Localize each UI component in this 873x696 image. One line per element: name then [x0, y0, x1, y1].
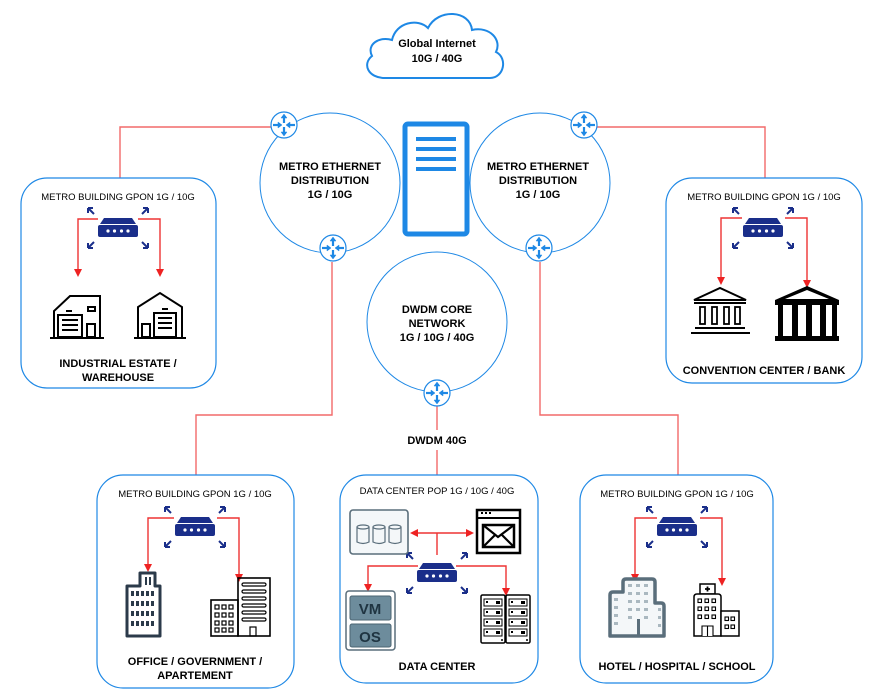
- metro-left-speed: 1G / 10G: [308, 189, 353, 201]
- vm-label: VM: [359, 601, 382, 618]
- site-title: HOTEL / HOSPITAL / SCHOOL: [598, 661, 755, 673]
- metro-ethernet-left[interactable]: METRO ETHERNET DISTRIBUTION 1G / 10G: [259, 110, 401, 263]
- site-title: OFFICE / GOVERNMENT /: [128, 656, 262, 668]
- router-icon[interactable]: [422, 378, 452, 408]
- hotel-icon: [608, 577, 666, 638]
- site-industrial[interactable]: METRO BUILDING GPON 1G / 10G INDUSTRIAL …: [20, 177, 217, 389]
- link-industrial: [119, 126, 283, 184]
- router-icon[interactable]: [318, 233, 348, 263]
- factory-icon: [50, 295, 104, 339]
- cloud-speed: 10G / 40G: [412, 53, 463, 65]
- warehouse-icon: [134, 291, 186, 339]
- site-title: APARTEMENT: [157, 670, 233, 682]
- router-icon[interactable]: [569, 110, 599, 140]
- convention-center-icon: [691, 286, 750, 334]
- metro-left-line2: DISTRIBUTION: [291, 175, 369, 187]
- hospital-icon: [693, 583, 740, 637]
- site-hotel[interactable]: METRO BUILDING GPON 1G / 10G: [579, 474, 774, 684]
- site-title: WAREHOUSE: [82, 372, 154, 384]
- metro-left-line1: METRO ETHERNET: [279, 161, 381, 173]
- apartment-building-icon: [210, 577, 271, 637]
- dwdm-link-label: DWDM 40G: [407, 435, 466, 447]
- router-icon[interactable]: [524, 233, 554, 263]
- cloud-icon: [366, 13, 505, 79]
- site-header: DATA CENTER POP 1G / 10G / 40G: [360, 486, 515, 497]
- site-header: METRO BUILDING GPON 1G / 10G: [118, 489, 272, 500]
- metro-right-line1: METRO ETHERNET: [487, 161, 589, 173]
- mail-server-icon: [475, 508, 522, 555]
- link-office: [195, 262, 333, 475]
- storage-icon: [349, 509, 409, 555]
- os-label: OS: [359, 629, 381, 646]
- bank-icon: [775, 286, 839, 341]
- server-rack-icon: [480, 594, 531, 644]
- dwdm-core-network[interactable]: DWDM CORE NETWORK 1G / 10G / 40G: [366, 251, 508, 408]
- site-office[interactable]: METRO BUILDING GPON 1G / 10G: [96, 474, 295, 689]
- core-speed: 1G / 10G / 40G: [400, 332, 475, 344]
- office-tower-icon: [125, 571, 162, 638]
- metro-right-speed: 1G / 10G: [516, 189, 561, 201]
- site-convention[interactable]: METRO BUILDING GPON 1G / 10G CONVENTION: [665, 177, 863, 384]
- metro-right-line2: DISTRIBUTION: [499, 175, 577, 187]
- core-server-icon[interactable]: [402, 121, 470, 237]
- core-line2: NETWORK: [409, 318, 466, 330]
- router-icon[interactable]: [269, 110, 299, 140]
- core-line1: DWDM CORE: [402, 304, 472, 316]
- site-title: DATA CENTER: [399, 661, 476, 673]
- site-header: METRO BUILDING GPON 1G / 10G: [600, 489, 754, 500]
- site-title: CONVENTION CENTER / BANK: [683, 365, 846, 377]
- site-hotel-frame: [579, 474, 774, 684]
- links: [119, 126, 766, 475]
- virtual-machine-icon: VM OS: [345, 590, 396, 651]
- site-industrial-frame: [20, 177, 217, 389]
- site-datacenter[interactable]: DATA CENTER POP 1G / 10G / 40G: [339, 474, 539, 684]
- global-internet-cloud[interactable]: Global Internet 10G / 40G: [366, 13, 505, 79]
- site-header: METRO BUILDING GPON 1G / 10G: [41, 192, 195, 203]
- site-convention-frame: [665, 177, 863, 384]
- metro-ethernet-right[interactable]: METRO ETHERNET DISTRIBUTION 1G / 10G: [469, 110, 611, 263]
- link-hotel: [539, 262, 679, 475]
- site-header: METRO BUILDING GPON 1G / 10G: [687, 192, 841, 203]
- link-convention: [592, 126, 766, 178]
- site-title: INDUSTRIAL ESTATE /: [59, 358, 176, 370]
- cloud-title: Global Internet: [398, 38, 476, 50]
